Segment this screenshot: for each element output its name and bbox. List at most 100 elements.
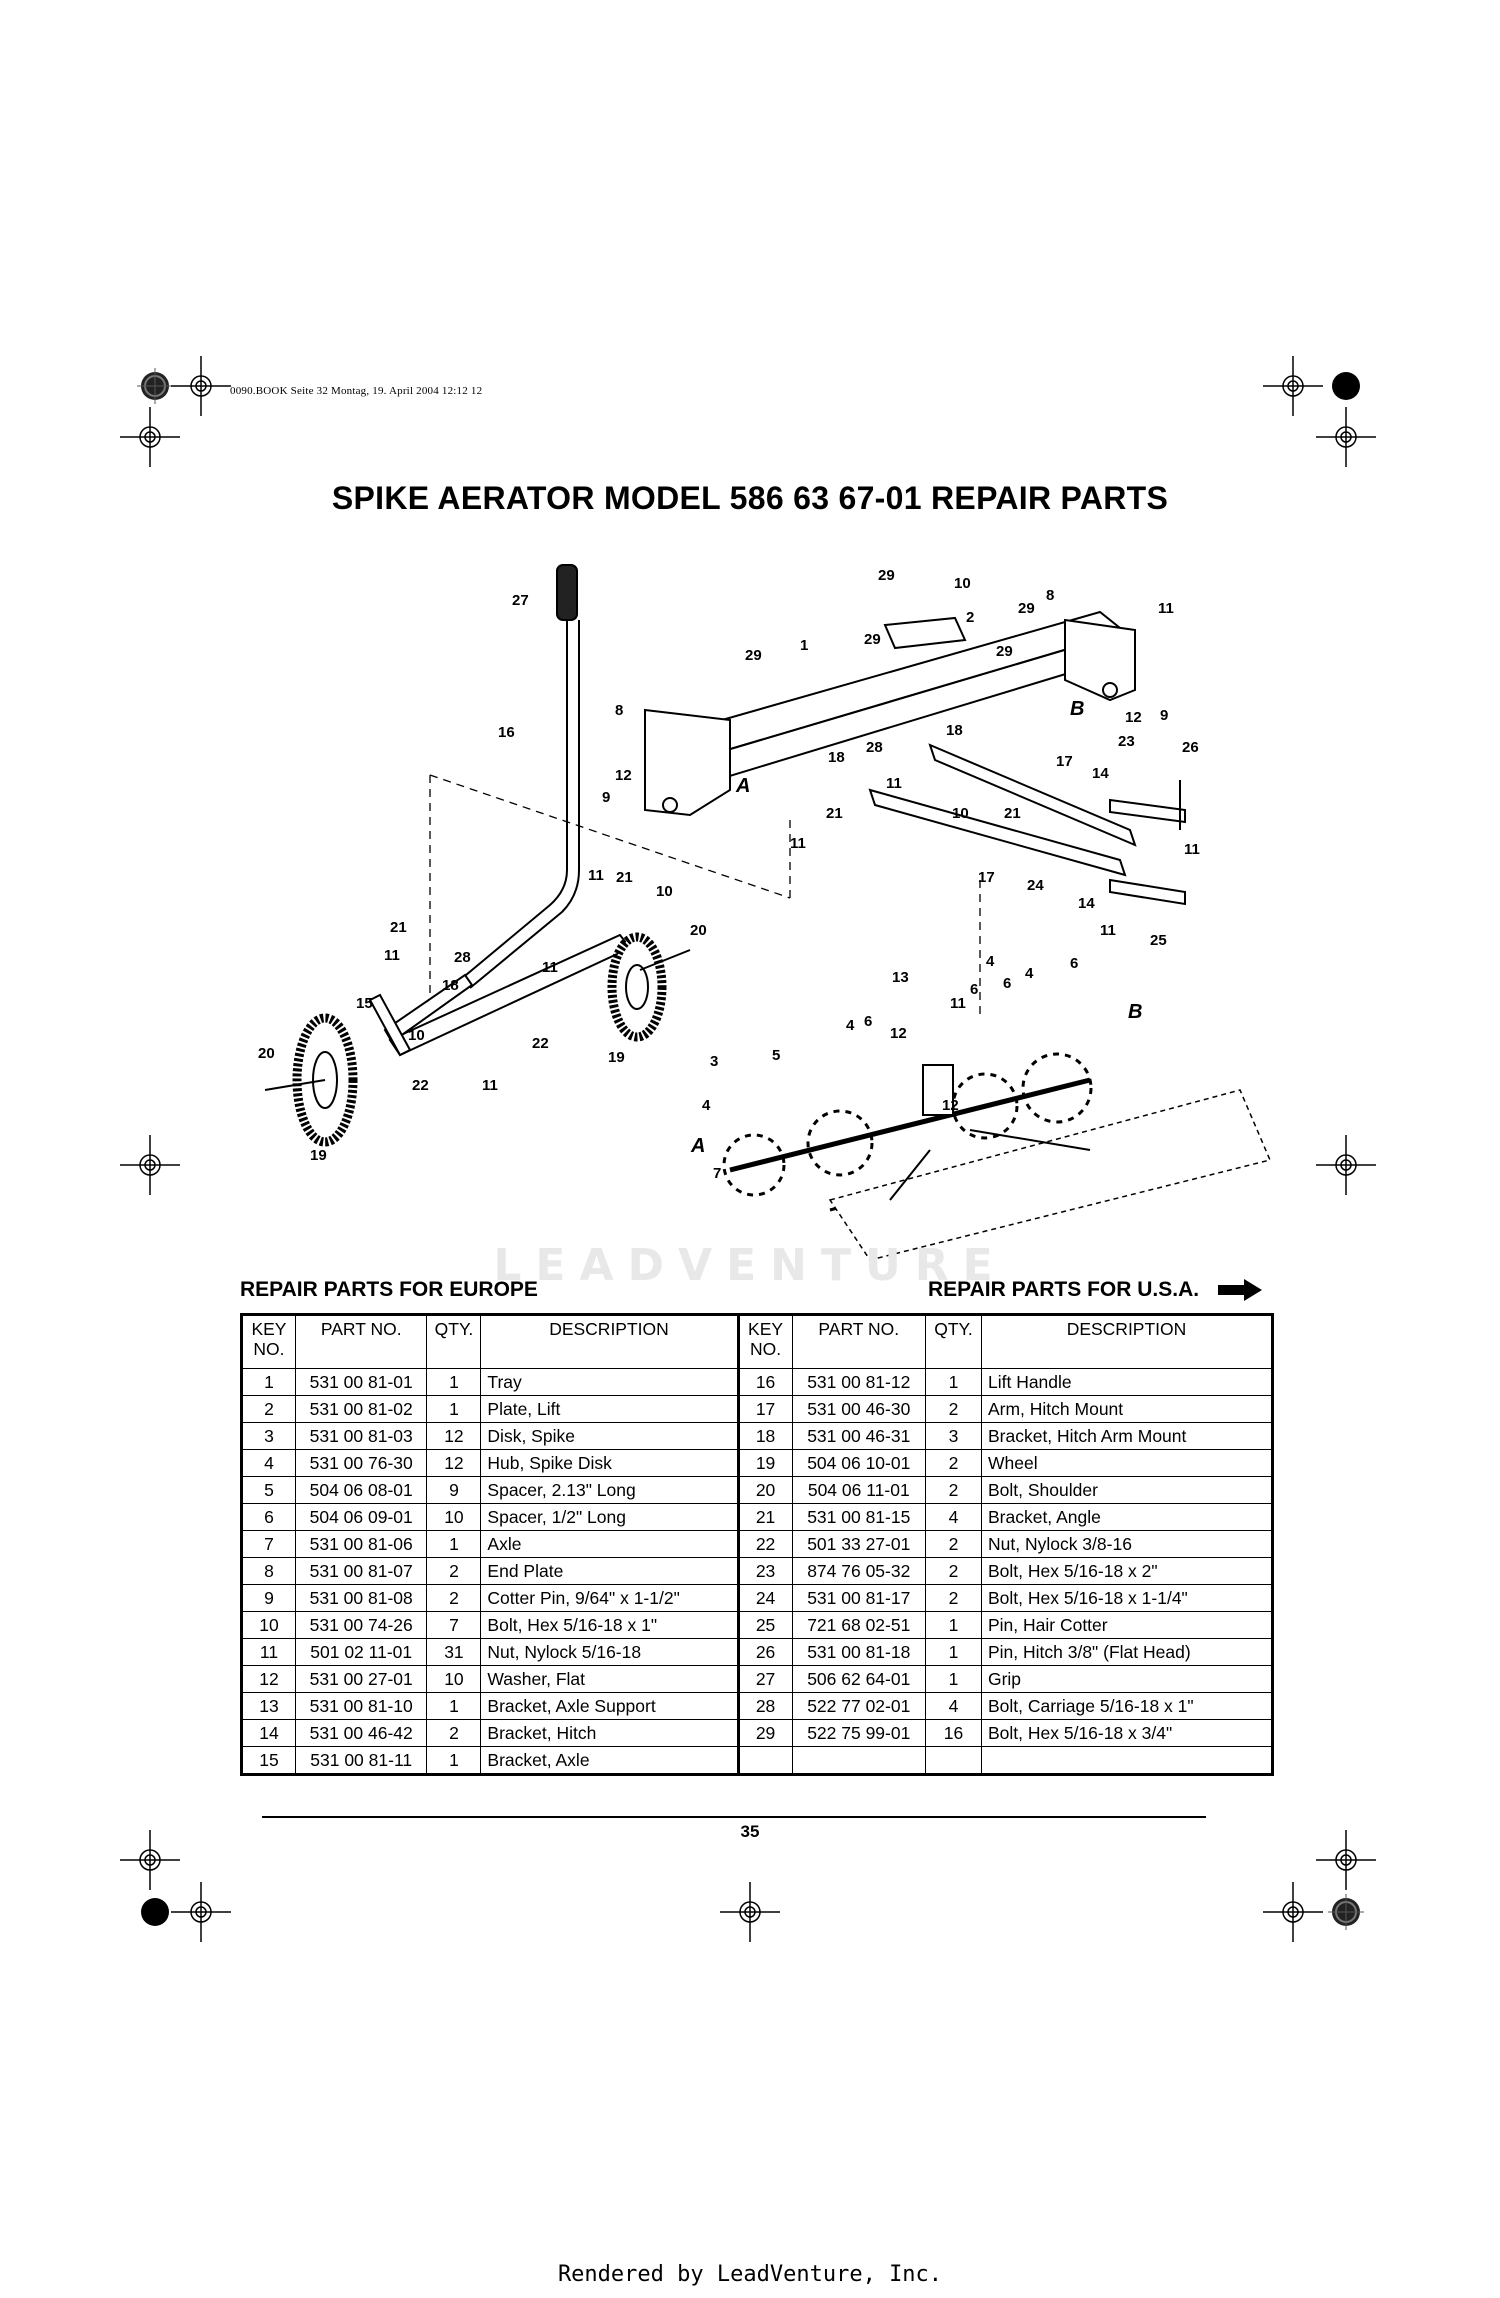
diagram-label: 18 <box>946 722 963 739</box>
part-number-cell: 531 00 81-03 <box>294 1422 428 1450</box>
diagram-label: 4 <box>702 1097 711 1114</box>
crosshair-mark-icon <box>120 1135 180 1195</box>
key-cell: 19 <box>736 1449 793 1477</box>
part-number-cell: 522 77 02-01 <box>791 1692 927 1720</box>
diagram-label: 22 <box>532 1035 549 1052</box>
qty-cell: 4 <box>925 1503 982 1531</box>
diagram-label: 10 <box>954 575 971 592</box>
diagram-label: 11 <box>384 947 400 964</box>
diagram-label: 26 <box>1182 739 1199 756</box>
part-number-cell: 874 76 05-32 <box>791 1557 927 1585</box>
diagram-label: 21 <box>616 869 633 886</box>
diagram-label: 13 <box>892 969 909 986</box>
part-number-cell: 531 00 46-30 <box>791 1395 927 1423</box>
registration-mark-icon <box>137 368 173 404</box>
diagram-label: 11 <box>1184 841 1200 858</box>
part-number-cell: 531 00 74-26 <box>294 1611 428 1639</box>
diagram-label: 11 <box>950 995 966 1012</box>
key-cell: 6 <box>241 1503 296 1531</box>
qty-cell: 2 <box>925 1476 982 1504</box>
diagram-label: 11 <box>790 835 806 852</box>
description-cell: Spacer, 2.13" Long <box>480 1476 739 1504</box>
diagram-label: 17 <box>978 869 995 886</box>
column-header-qty: QTY. <box>925 1314 982 1369</box>
description-cell: End Plate <box>480 1557 739 1585</box>
diagram-label: 20 <box>690 922 707 939</box>
footer-credit: Rendered by LeadVenture, Inc. <box>557 2262 943 2287</box>
key-cell: 20 <box>736 1476 793 1504</box>
qty-cell <box>925 1746 982 1775</box>
crosshair-mark-icon <box>171 1882 231 1942</box>
qty-cell: 1 <box>426 1395 482 1423</box>
key-cell: 12 <box>241 1665 296 1693</box>
diagram-label: 21 <box>1004 805 1021 822</box>
diagram-label: 29 <box>745 647 762 664</box>
key-cell: 28 <box>736 1692 793 1720</box>
crosshair-mark-icon <box>120 407 180 467</box>
diagram-label: 3 <box>710 1053 718 1070</box>
description-cell: Spacer, 1/2" Long <box>480 1503 739 1531</box>
key-cell: 14 <box>241 1719 296 1747</box>
diagram-label: 18 <box>442 977 459 994</box>
key-cell: 13 <box>241 1692 296 1720</box>
diagram-label: 29 <box>1018 600 1035 617</box>
part-number-cell: 501 33 27-01 <box>791 1530 927 1558</box>
description-cell: Disk, Spike <box>480 1422 739 1450</box>
column-header-description: DESCRIPTION <box>480 1314 739 1369</box>
diagram-label: 11 <box>588 867 604 884</box>
diagram-label: 4 <box>1025 965 1034 982</box>
key-cell: 15 <box>241 1746 296 1775</box>
qty-cell: 2 <box>426 1584 482 1612</box>
description-cell: Bolt, Hex 5/16-18 x 3/4" <box>980 1719 1274 1747</box>
diagram-label: 11 <box>482 1077 498 1094</box>
key-cell: 22 <box>736 1530 793 1558</box>
description-cell: Bracket, Axle <box>480 1746 739 1775</box>
key-cell: 29 <box>736 1719 793 1747</box>
diagram-label: 12 <box>1125 709 1142 726</box>
diagram-label: 17 <box>1056 753 1073 770</box>
key-cell: 17 <box>736 1395 793 1423</box>
description-cell: Wheel <box>980 1449 1274 1477</box>
qty-cell: 4 <box>925 1692 982 1720</box>
part-number-cell: 531 00 81-11 <box>294 1746 428 1775</box>
part-number-cell: 504 06 10-01 <box>791 1449 927 1477</box>
description-cell <box>980 1746 1274 1775</box>
section-heading-usa: REPAIR PARTS FOR U.S.A. <box>928 1278 1200 1301</box>
description-cell: Axle <box>480 1530 739 1558</box>
qty-cell: 16 <box>925 1719 982 1747</box>
diagram-label: 6 <box>970 981 978 998</box>
part-number-cell: 531 00 76-30 <box>294 1449 428 1477</box>
diagram-label: 20 <box>258 1045 275 1062</box>
diagram-label: 25 <box>1150 932 1167 949</box>
key-cell <box>736 1746 793 1775</box>
registration-mark-icon <box>1328 1894 1364 1930</box>
key-cell: 7 <box>241 1530 296 1558</box>
description-cell: Bracket, Hitch <box>480 1719 739 1747</box>
diagram-label: 23 <box>1118 733 1135 750</box>
key-cell: 2 <box>241 1395 296 1423</box>
description-cell: Bolt, Hex 5/16-18 x 1-1/4" <box>980 1584 1274 1612</box>
diagram-label: 22 <box>412 1077 429 1094</box>
description-cell: Bolt, Carriage 5/16-18 x 1" <box>980 1692 1274 1720</box>
registration-mark-icon <box>1332 372 1360 400</box>
crosshair-mark-icon <box>1316 407 1376 467</box>
qty-cell: 7 <box>426 1611 482 1639</box>
qty-cell: 12 <box>426 1422 482 1450</box>
qty-cell: 1 <box>426 1530 482 1558</box>
column-header-part-no: PART NO. <box>294 1314 428 1369</box>
description-cell: Bracket, Hitch Arm Mount <box>980 1422 1274 1450</box>
qty-cell: 2 <box>925 1395 982 1423</box>
part-number-cell: 504 06 11-01 <box>791 1476 927 1504</box>
key-cell: 5 <box>241 1476 296 1504</box>
part-number-cell: 531 00 81-12 <box>791 1368 927 1396</box>
part-number-cell: 531 00 81-06 <box>294 1530 428 1558</box>
qty-cell: 12 <box>426 1449 482 1477</box>
qty-cell: 9 <box>426 1476 482 1504</box>
page-number: 35 <box>740 1822 760 1841</box>
